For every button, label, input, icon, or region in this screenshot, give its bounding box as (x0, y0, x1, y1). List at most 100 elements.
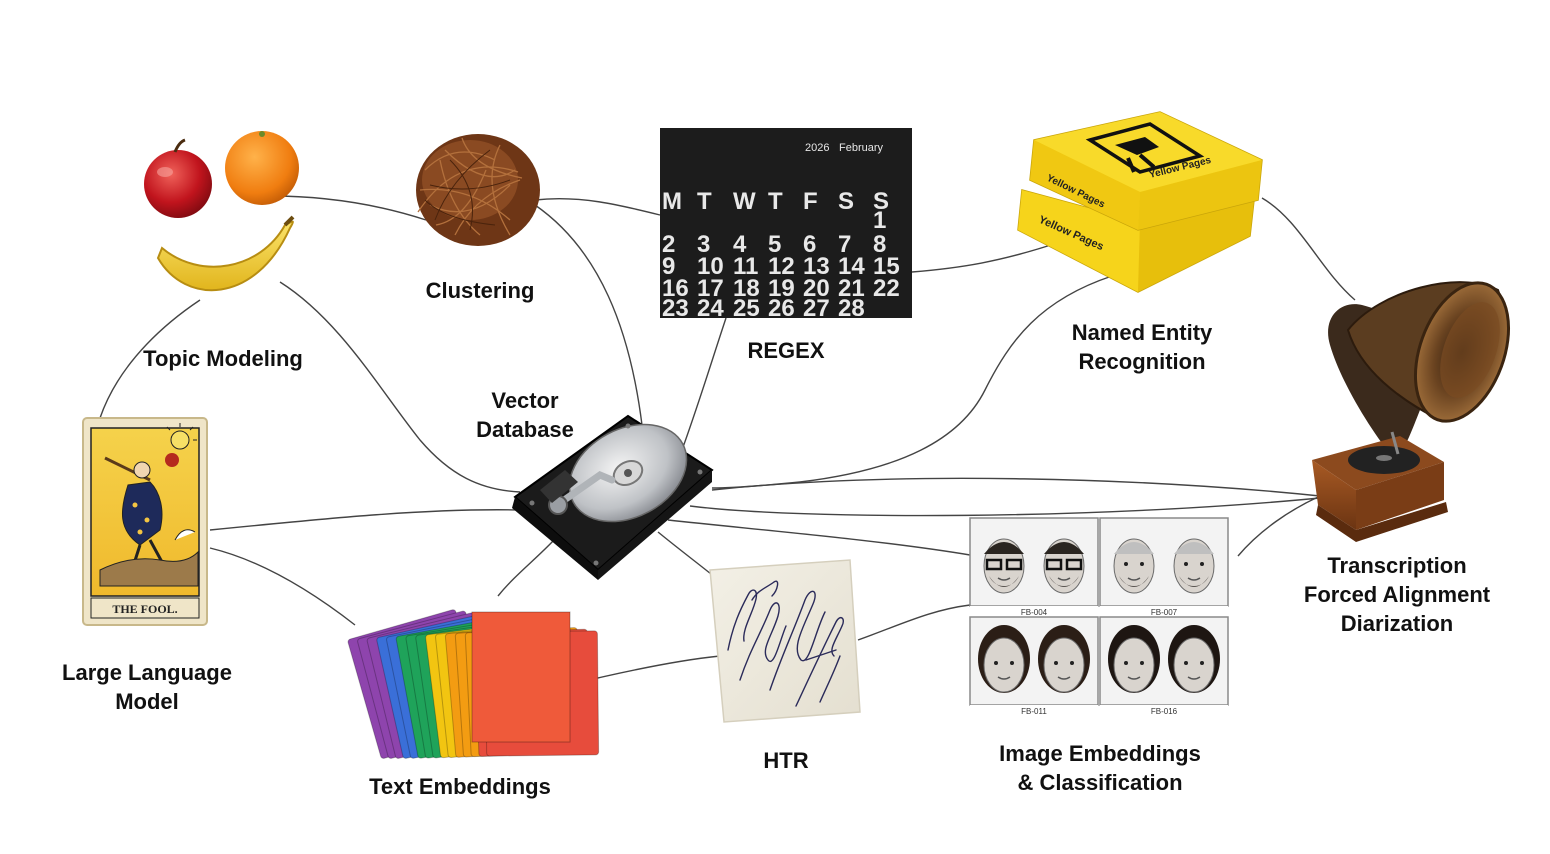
calendar-day: 13 (803, 253, 830, 280)
calendar-day: 3 (697, 231, 710, 258)
calendar-day: 6 (803, 231, 816, 258)
calendar-weekday: T (768, 188, 783, 215)
calendar-weekday: W (733, 188, 756, 215)
label-line: Image Embeddings (999, 741, 1201, 766)
connector-line (689, 496, 1331, 517)
calendar-weekday: S (873, 188, 889, 215)
connector-line (857, 604, 971, 641)
calendar-day: 1 (873, 207, 886, 234)
calendar-day: 25 (733, 295, 760, 322)
label-line: Large Language (62, 660, 232, 685)
tarot-caption: THE FOOL. (112, 602, 177, 616)
label-image-embeddings: Image Embeddings & Classification (980, 739, 1220, 797)
face-code: FB-011 (1021, 707, 1047, 716)
label-htr: HTR (746, 746, 826, 775)
label-line: Transcription (1327, 553, 1467, 578)
calendar-day: 16 (662, 275, 689, 302)
calendar-weekday: S (838, 188, 854, 215)
folders-icon (347, 609, 600, 759)
calendar-month: February (839, 142, 884, 154)
calendar-day: 9 (662, 253, 675, 280)
calendar-day: 27 (803, 295, 830, 322)
label-line: Model (115, 689, 179, 714)
connector-line (534, 197, 661, 216)
connector-line (681, 317, 727, 451)
connector-line (269, 195, 427, 221)
calendar-year: 2026 (805, 142, 829, 154)
connector-line (657, 531, 717, 579)
calendar-day: 8 (873, 231, 886, 258)
calendar-day: 21 (838, 275, 865, 302)
calendar-day: 23 (662, 295, 689, 322)
calendar-day: 4 (733, 231, 747, 258)
label-named-entity-recognition: Named Entity Recognition (1040, 318, 1244, 376)
face-photo: FB-011 (969, 616, 1099, 716)
hard-drive-icon (512, 414, 714, 580)
face-code: FB-004 (1021, 608, 1048, 617)
calendar-day: 28 (838, 295, 865, 322)
face-code: FB-007 (1151, 608, 1178, 617)
connector-line (1237, 496, 1319, 557)
calendar-day: 19 (768, 275, 795, 302)
label-line: Recognition (1078, 349, 1206, 374)
label-regex: REGEX (726, 336, 846, 365)
connector-line (711, 477, 1331, 498)
label-line: Vector (491, 388, 559, 413)
connector-line (667, 519, 971, 556)
connector-line (209, 547, 356, 626)
connector-line (99, 299, 201, 419)
calendar-weekday: F (803, 188, 818, 215)
label-clustering: Clustering (400, 276, 560, 305)
face-photo: FB-007 (1099, 517, 1229, 617)
handwritten-note-icon (709, 559, 861, 723)
calendar-day: 18 (733, 275, 760, 302)
calendar-weekday: M (662, 188, 682, 215)
label-line: REGEX (747, 338, 825, 363)
gramophone-icon (1312, 281, 1511, 542)
hay-ball-icon (416, 134, 540, 246)
calendar-day: 22 (873, 275, 900, 302)
calendar-day: 2 (662, 231, 675, 258)
connector-line (911, 241, 1061, 273)
calendar-day: 24 (697, 295, 724, 322)
label-line: Named Entity (1071, 320, 1213, 345)
label-line: Diarization (1340, 611, 1454, 636)
label-line: Text Embeddings (369, 774, 551, 799)
label-transcription: Transcription Forced Alignment Diarizati… (1282, 551, 1512, 638)
calendar-day: 5 (768, 231, 781, 258)
label-topic-modeling: Topic Modeling (122, 344, 324, 373)
label-line: Clustering (425, 278, 535, 303)
calendar-day: 15 (873, 253, 900, 280)
label-line: Database (476, 417, 574, 442)
connector-line (1261, 197, 1356, 301)
label-line: & Classification (1017, 770, 1183, 795)
calendar-day: 17 (697, 275, 724, 302)
label-vector-database: Vector Database (460, 386, 590, 444)
calendar-day: 26 (768, 295, 795, 322)
connector-line (534, 204, 643, 426)
face-photo: FB-016 (1099, 616, 1229, 716)
calendar-weekday: T (697, 188, 712, 215)
calendar-day: 11 (733, 253, 758, 280)
calendar-day: 10 (697, 253, 724, 280)
label-line: Forced Alignment (1303, 582, 1491, 607)
calendar-day: 12 (768, 253, 795, 280)
yellow-pages-icon: Yellow Pages Yellow Pages Yellow Pages (1017, 111, 1263, 293)
calendar-day: 20 (803, 275, 830, 302)
fruit-icon (144, 131, 299, 292)
connector-line (209, 509, 521, 531)
label-text-embeddings: Text Embeddings (350, 772, 570, 801)
calendar-day: 14 (838, 253, 865, 280)
face-photo: FB-004 (969, 517, 1099, 617)
connector-line (279, 281, 521, 493)
face-code: FB-016 (1151, 707, 1178, 716)
connector-lines (99, 195, 1356, 686)
folder-front (471, 611, 571, 743)
calendar-day: 7 (838, 231, 851, 258)
connector-line (497, 539, 555, 597)
tarot-card-icon: THE FOOL. (82, 417, 208, 626)
label-large-language-model: Large Language Model (40, 658, 254, 716)
